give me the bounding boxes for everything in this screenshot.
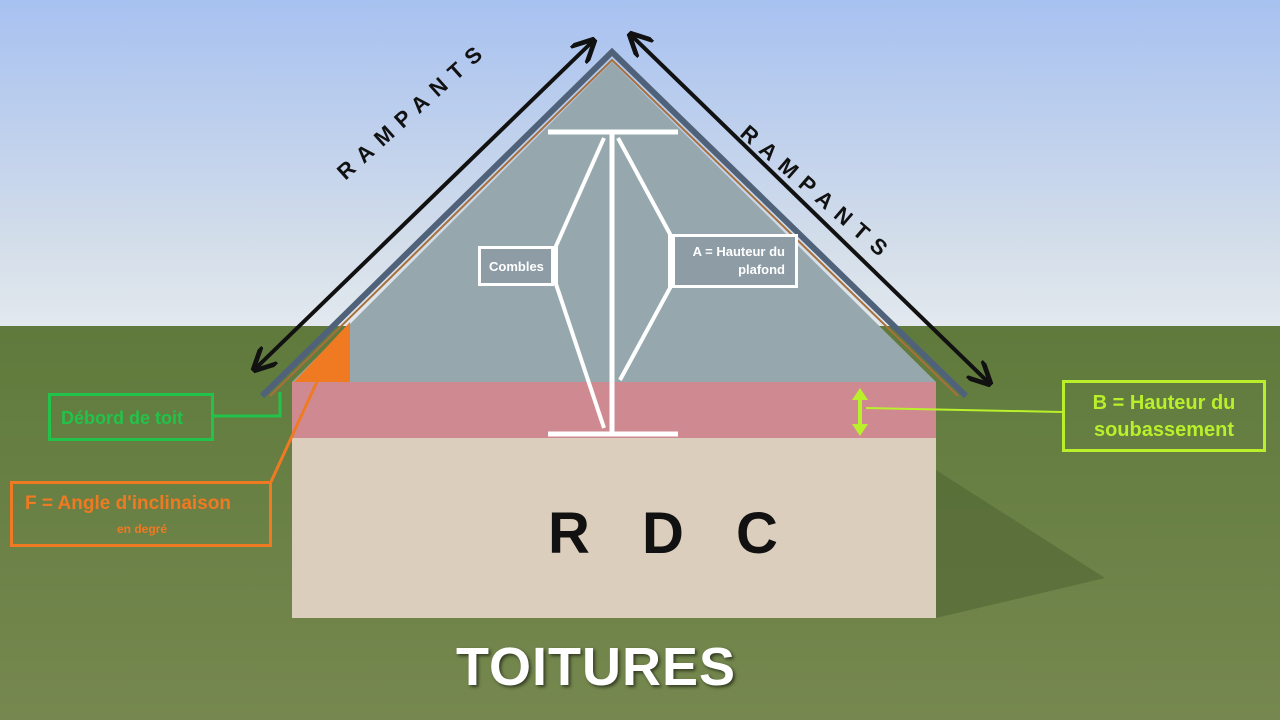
debord-toit-label: Débord de toit xyxy=(61,408,183,428)
hauteur-soubassement-label: B = Hauteur du soubassement xyxy=(1092,392,1236,441)
combles-connector xyxy=(554,137,606,429)
house-shadow xyxy=(936,470,1105,618)
rampant-right-arrow xyxy=(632,36,988,382)
page-title: TOITURES xyxy=(456,637,737,697)
angle-leader xyxy=(268,361,328,485)
hauteur-plafond-callout: A = Hauteur du plafond xyxy=(672,234,798,288)
combles-callout: Combles xyxy=(478,246,554,286)
angle-unit-label: en degré xyxy=(117,522,168,536)
hauteur-soubassement-callout: B = Hauteur du soubassement xyxy=(1062,380,1266,452)
rampant-left-arrow xyxy=(256,42,592,368)
debord-toit-callout: Débord de toit xyxy=(48,393,214,441)
debord-leader xyxy=(214,392,282,418)
soubassement-arrow-top xyxy=(852,388,868,400)
combles-label: Combles xyxy=(489,259,544,274)
angle-inclinaison-callout: F = Angle d'inclinaison en degré xyxy=(10,481,272,547)
soubassement-arrow-bottom xyxy=(852,424,868,436)
ground-floor-wall xyxy=(292,437,936,618)
plafond-connector xyxy=(616,137,672,381)
angle-inclinaison-label: F = Angle d'inclinaison xyxy=(25,493,231,514)
hauteur-plafond-label: A = Hauteur du plafond xyxy=(692,244,785,277)
soubassement-leader xyxy=(865,407,1063,413)
rdc-label: R D C xyxy=(548,501,796,566)
